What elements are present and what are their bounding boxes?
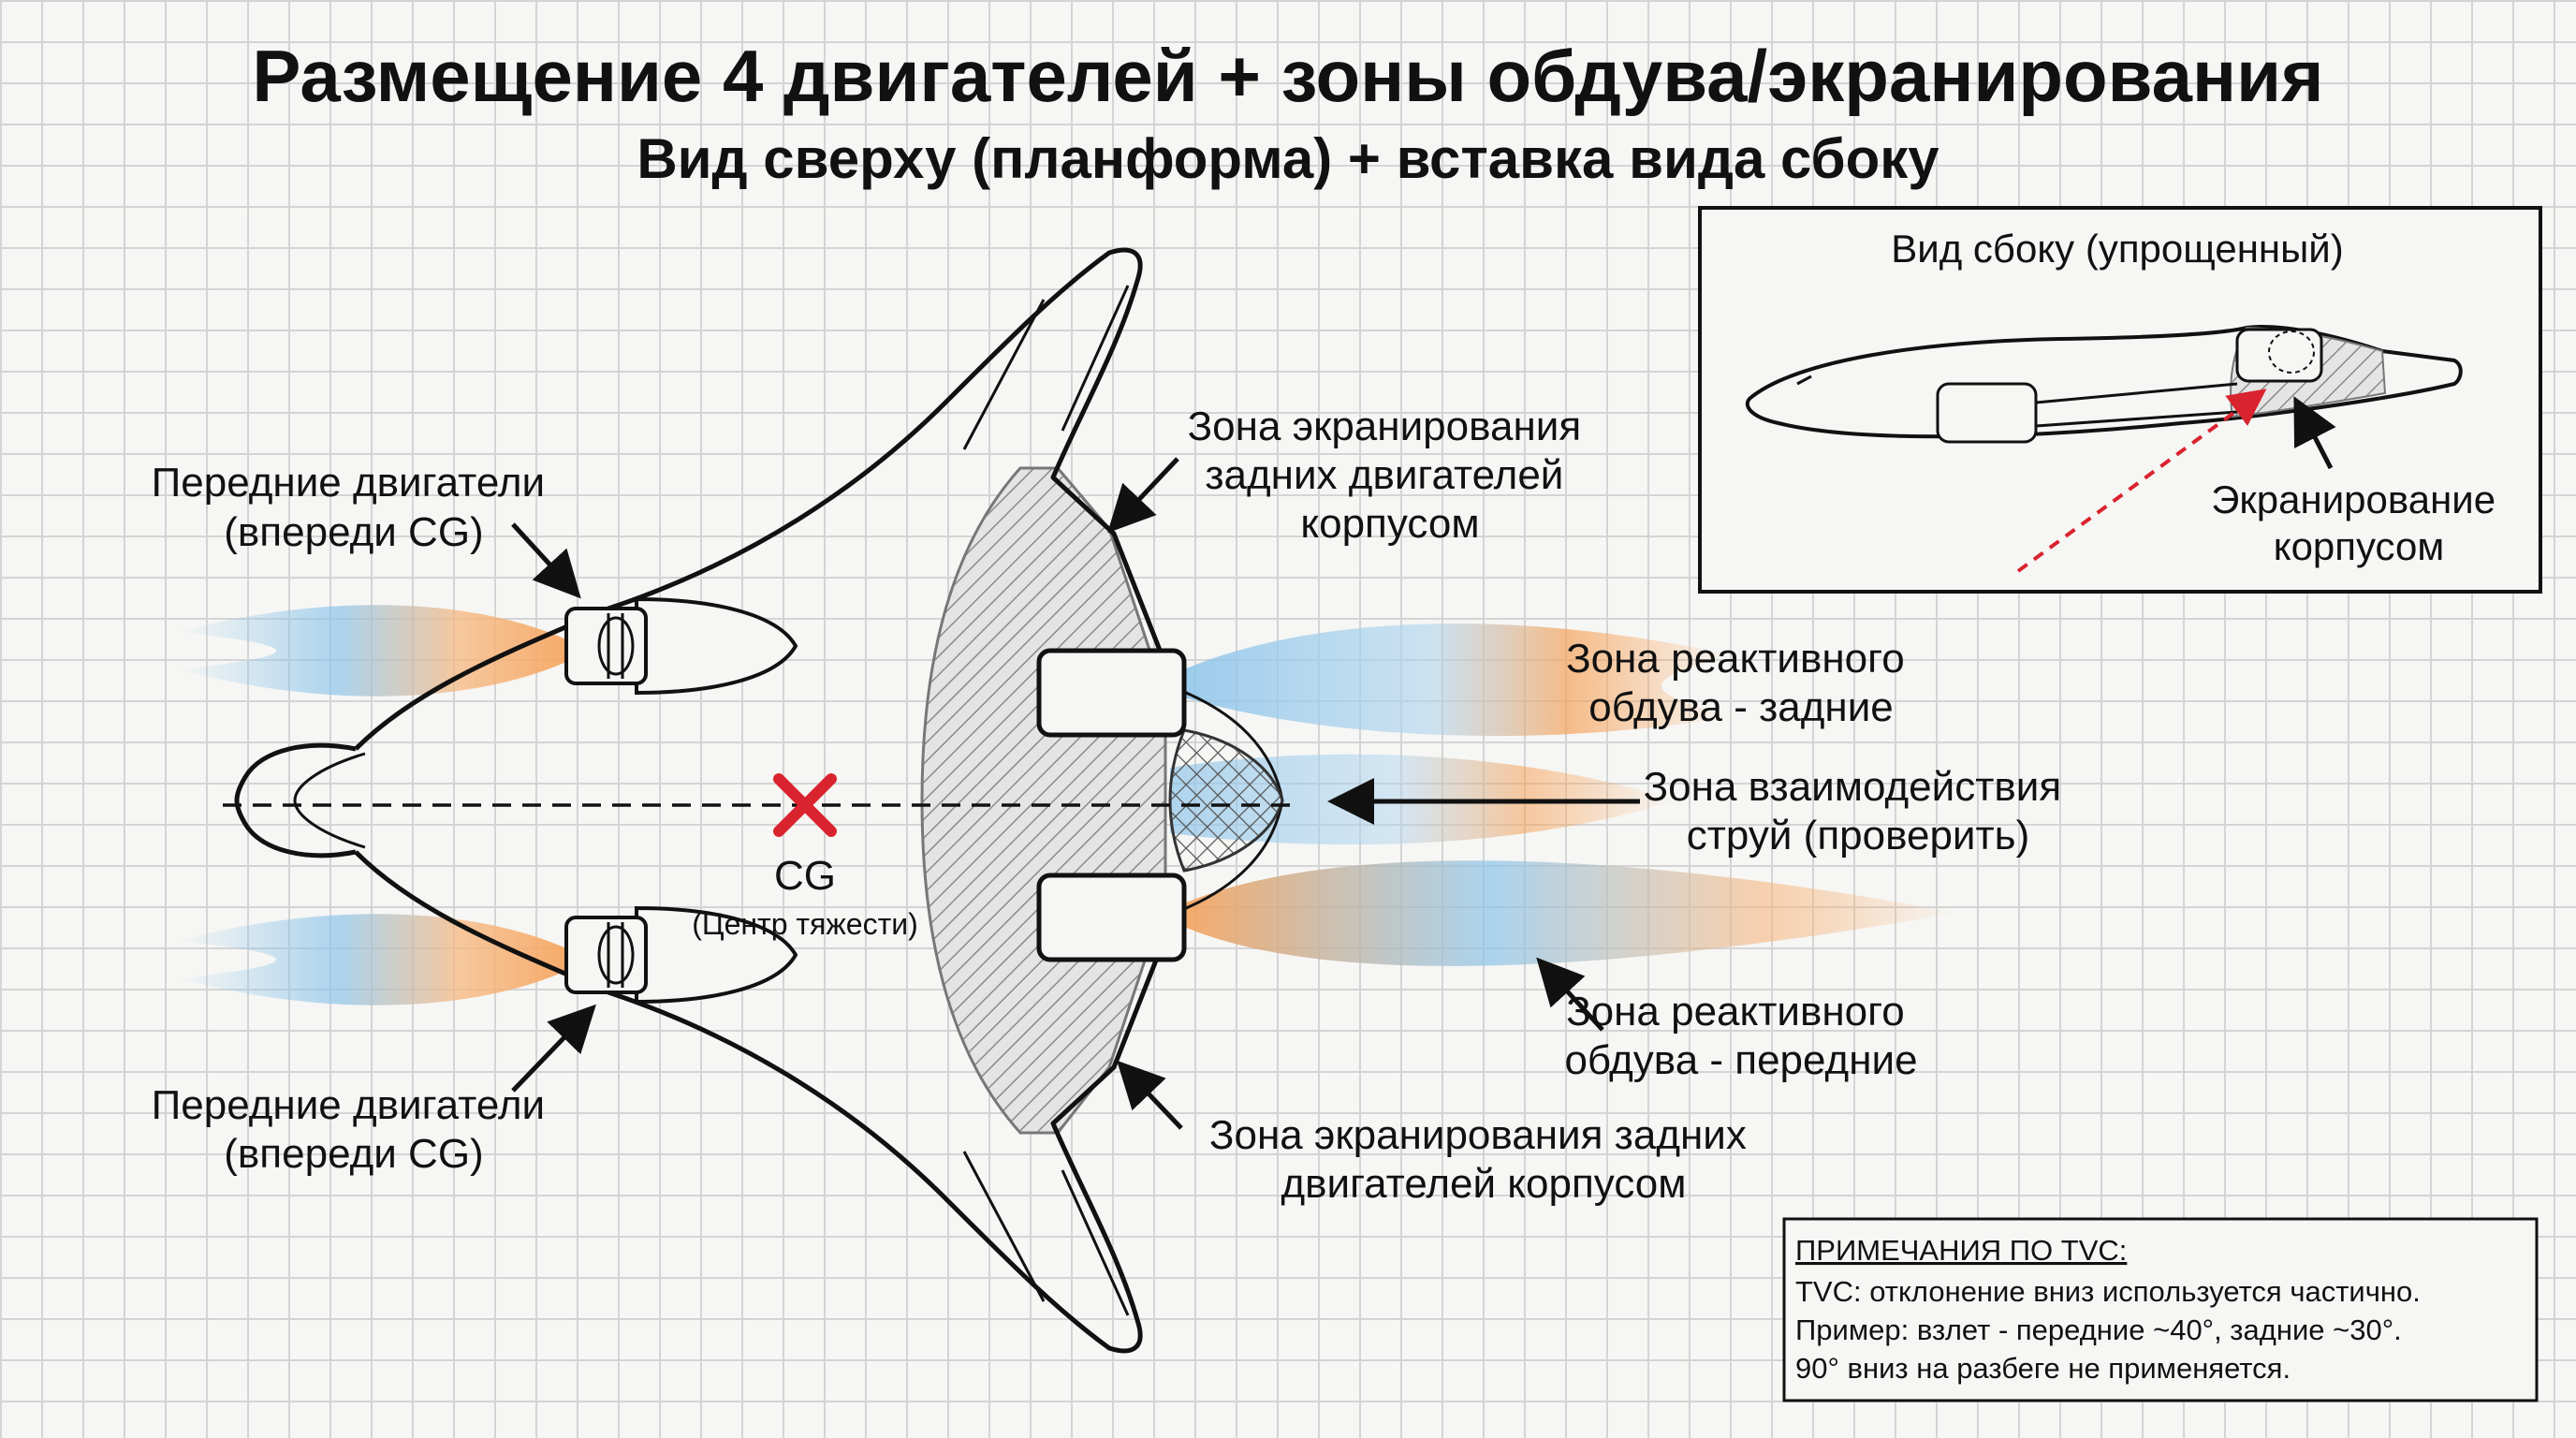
notes-line-3: 90° вниз на разбеге не применяется.	[1795, 1352, 2291, 1385]
front-engine-top	[564, 596, 798, 696]
aircraft-planform	[234, 247, 1284, 1354]
cg-marker	[773, 773, 837, 837]
label-front-engines-top: Передние двигатели (впереди CG)	[152, 460, 557, 555]
arrow-shield-top	[1107, 457, 1179, 534]
label-interaction-zone: Зона взаимодействия струй (проверить)	[1644, 764, 2073, 858]
label-blow-zone-rear: Зона реактивного обдува - задние	[1566, 636, 1916, 730]
inset-title: Вид сбоку (упрощенный)	[1891, 227, 2344, 271]
plume-rear-bottom	[1184, 860, 1956, 966]
plumes	[178, 605, 1956, 1005]
notes-line-1: TVC: отклонение вниз используется частич…	[1795, 1275, 2421, 1308]
notes-heading: ПРИМЕЧАНИЯ ПО TVC:	[1795, 1234, 2127, 1267]
rear-engine-top	[1036, 648, 1187, 738]
label-shield-zone-bottom: Зона экранирования задних двигателей кор…	[1209, 1112, 1758, 1207]
plume-front-bottom	[178, 914, 580, 1005]
page-subtitle: Вид сверху (планформа) + вставка вида сб…	[637, 127, 1939, 190]
inset-engine	[1936, 382, 2038, 444]
inset-shield-label: Экранирование корпусом	[2211, 477, 2507, 568]
arrow-front-bottom	[511, 1004, 596, 1093]
arrow-shield-bottom	[1117, 1060, 1183, 1130]
tvc-notes: ПРИМЕЧАНИЯ ПО TVC: TVC: отклонение вниз …	[1782, 1217, 2539, 1402]
front-engine-bottom	[564, 905, 798, 1005]
inset-shield-arrow	[2293, 396, 2336, 470]
plume-front-top	[178, 605, 580, 697]
notes-line-2: Пример: взлет - передние ~40°, задние ~3…	[1795, 1313, 2402, 1346]
page-title: Размещение 4 двигателей + зоны обдува/эк…	[252, 35, 2323, 117]
rear-engine-bottom	[1036, 873, 1187, 962]
label-shield-zone-top: Зона экранирования задних двигателей кор…	[1188, 404, 1593, 547]
arrow-blow-front	[1536, 957, 1604, 1032]
label-front-engines-bottom: Передние двигатели (впереди CG)	[152, 1082, 557, 1177]
shield-zone	[920, 466, 1167, 1135]
plume-rear-top	[1184, 624, 1732, 737]
side-view-inset: Вид сбоку (упрощенный) Экранирование кор…	[1698, 206, 2542, 594]
label-blow-zone-front: Зона реактивного обдува - передние	[1564, 989, 1917, 1083]
inset-red-arrow	[2016, 389, 2267, 573]
interaction-zone	[1168, 728, 1284, 873]
cg-caption: (Центр тяжести)	[692, 907, 918, 941]
arrow-front-top	[511, 522, 581, 599]
leader-arrows	[511, 457, 1640, 1130]
cg-label: CG	[774, 853, 836, 899]
